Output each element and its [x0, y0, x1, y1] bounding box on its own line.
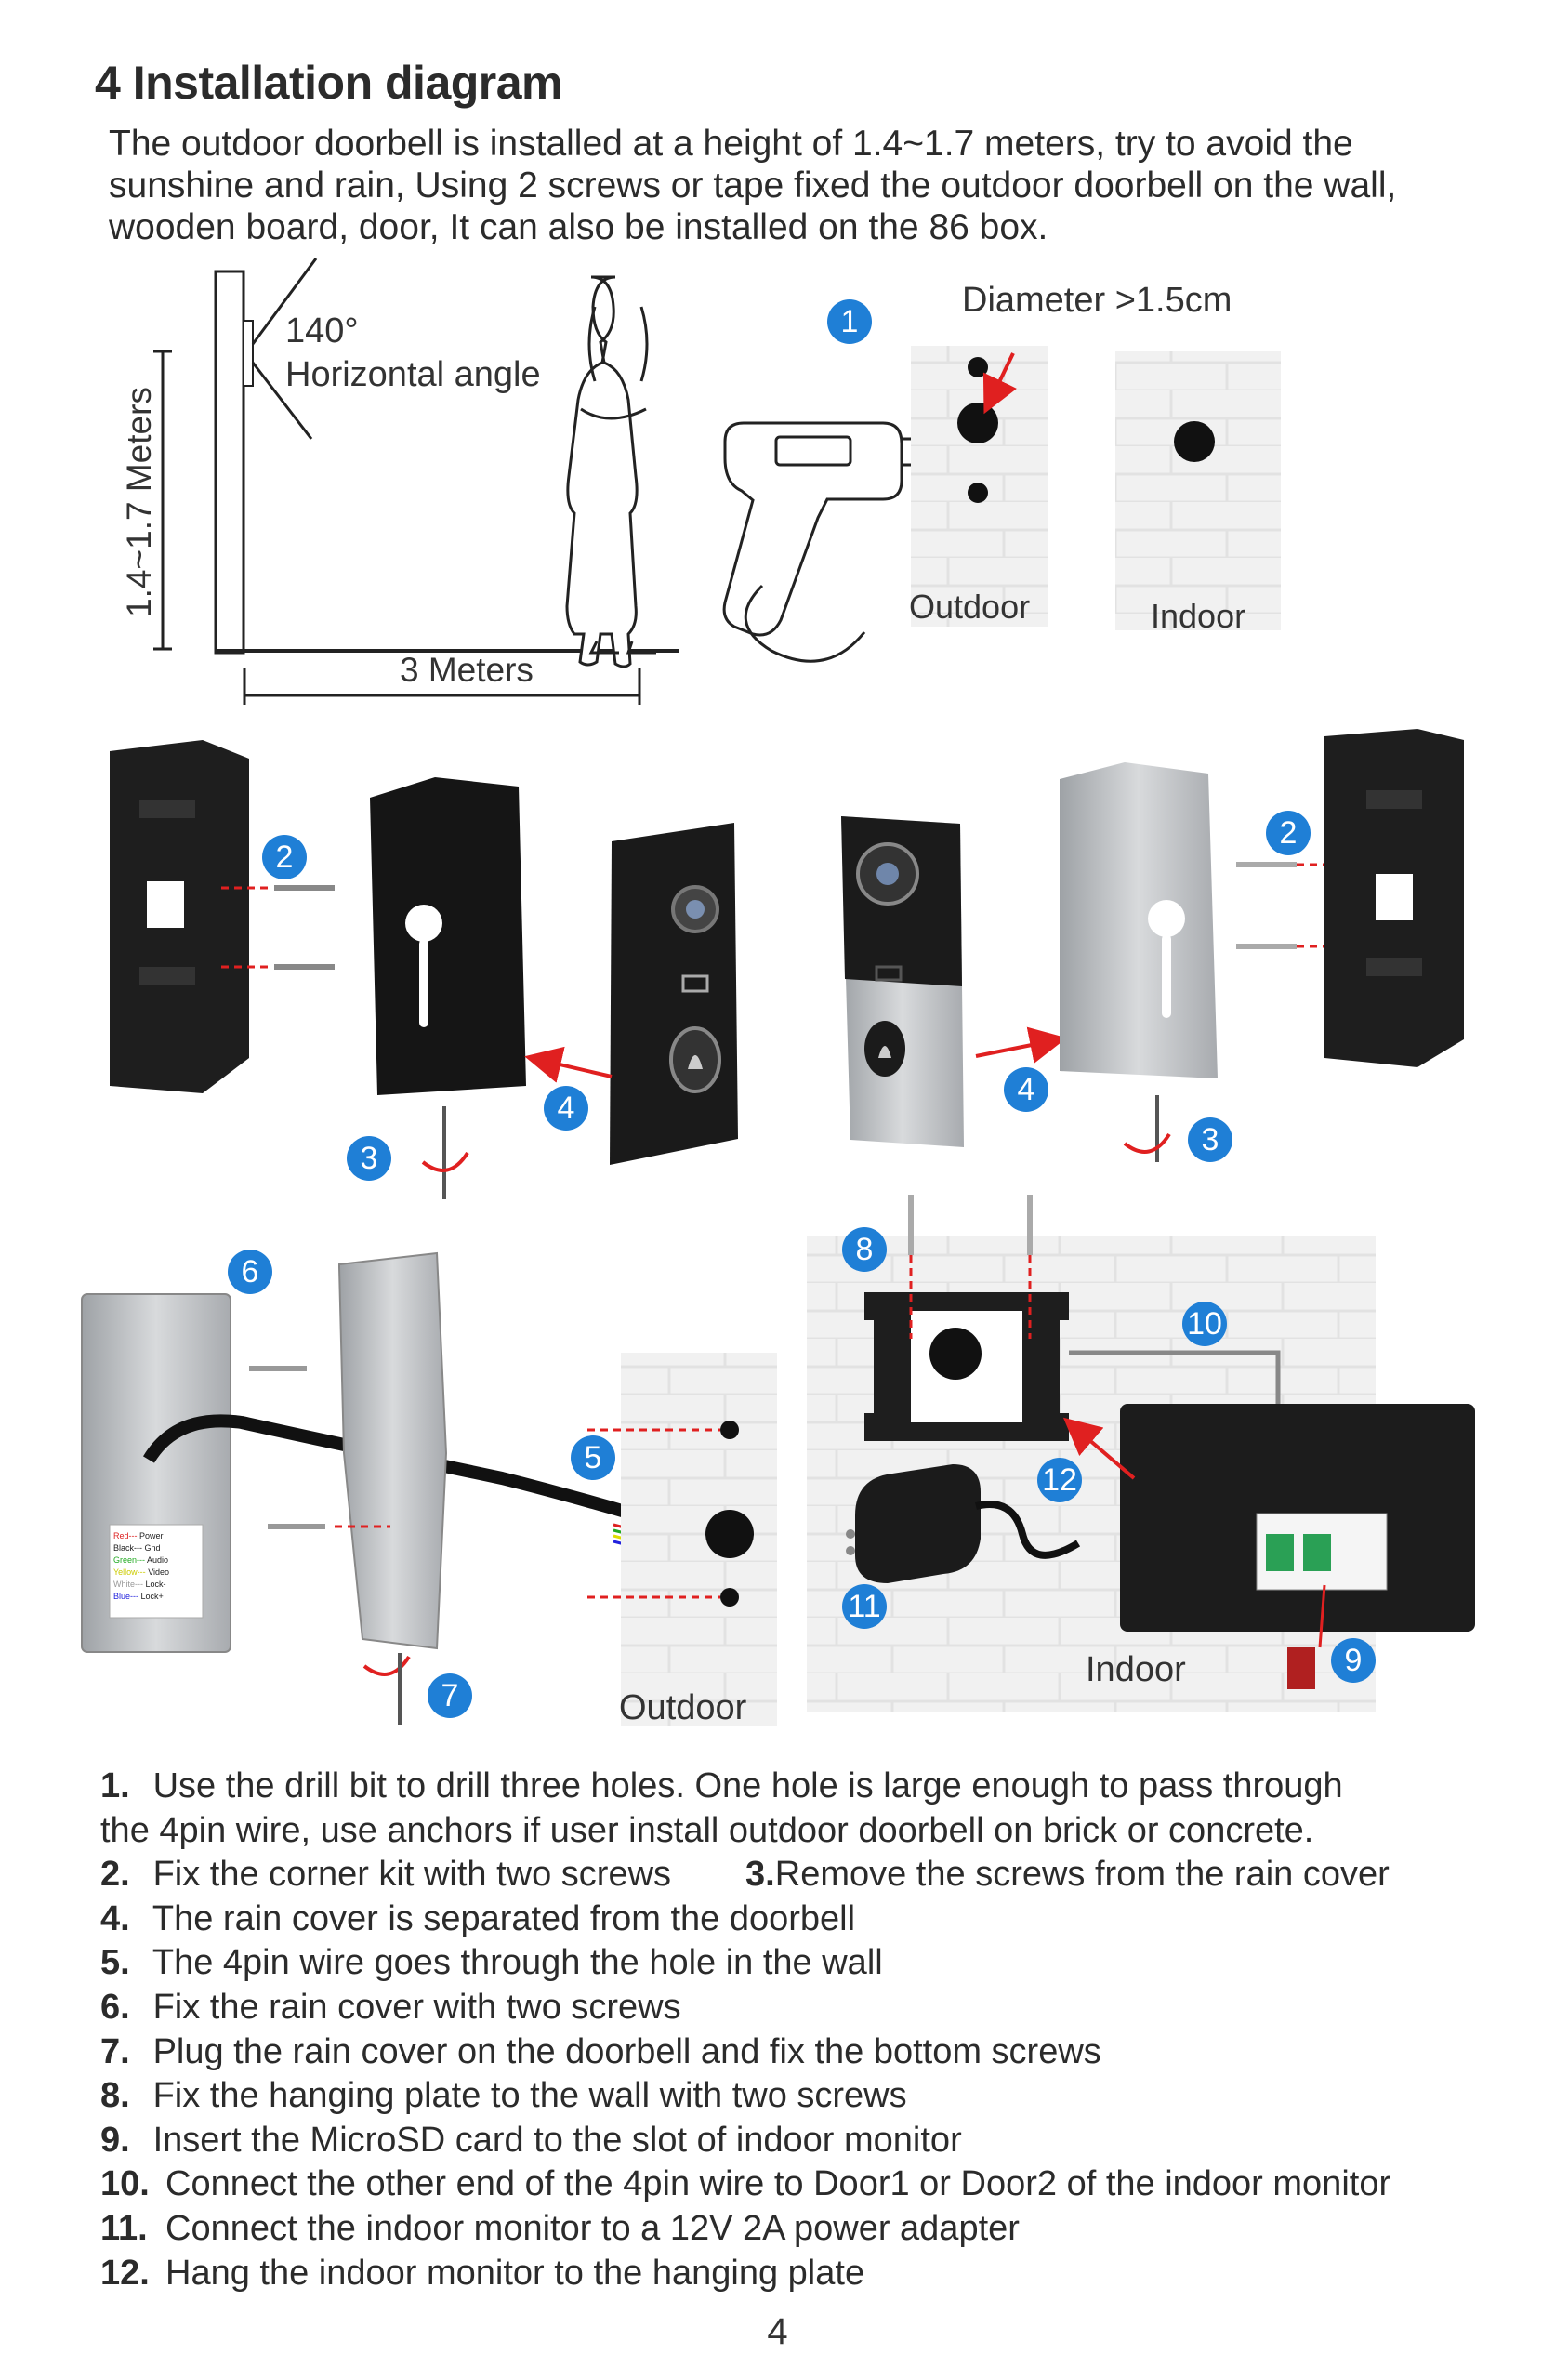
- step-badge-1: 1: [827, 299, 872, 344]
- legend-row: White--- Lock-: [113, 1580, 166, 1589]
- step-item: 1. Use the drill bit to drill three hole…: [100, 1766, 1343, 1805]
- step-item-continuation: the 4pin wire, use anchors if user insta…: [100, 1810, 1314, 1850]
- step-item: 6. Fix the rain cover with two screws: [100, 1987, 681, 2027]
- rain-cover-side: [338, 1251, 448, 1650]
- installation-steps: 1. Use the drill bit to drill three hole…: [100, 1765, 1550, 2295]
- indoor-wall-hole: [1115, 351, 1281, 630]
- step-item: 7. Plug the rain cover on the doorbell a…: [100, 2031, 1101, 2071]
- wire-color-legend: Red--- Power Black--- Gnd Green--- Audio…: [113, 1530, 203, 1603]
- side-screws: [249, 1366, 325, 1529]
- screw-pair-right: [1236, 862, 1297, 949]
- step-badge-6: 6: [228, 1250, 272, 1294]
- microsd-card: [1287, 1584, 1326, 1689]
- height-label: 1.4~1.7 Meters: [120, 387, 158, 617]
- doorbell-silver: [841, 816, 964, 1147]
- distance-label: 3 Meters: [400, 651, 534, 689]
- step-badge-3: 3: [347, 1136, 391, 1181]
- screw-pair-left: [274, 885, 335, 970]
- indoor-wall-section: [807, 1195, 1475, 1712]
- person-figure: [565, 275, 656, 668]
- legend-row: Yellow--- Video: [113, 1567, 170, 1577]
- doorbell-back-plate: [81, 1293, 231, 1653]
- step-badge-9: 9: [1331, 1638, 1376, 1683]
- corner-kit-left: [110, 740, 249, 1093]
- outdoor-wall-holes: [911, 346, 1048, 627]
- legend-row: Red--- Power: [113, 1531, 164, 1540]
- power-adapter: [846, 1464, 1081, 1583]
- outdoor-label-top: Outdoor: [909, 588, 1031, 626]
- diameter-label: Diameter >1.5cm: [962, 281, 1232, 320]
- legend-row: Blue--- Lock+: [113, 1592, 164, 1601]
- installation-illustration: [81, 258, 1475, 1726]
- step-item: 11.Connect the indoor monitor to a 12V 2…: [100, 2208, 1020, 2248]
- wall-post: [214, 270, 245, 654]
- bottom-screw-left: [421, 1106, 469, 1199]
- step-badge-11: 11: [842, 1584, 887, 1629]
- step-badge-5: 5: [571, 1435, 615, 1480]
- corner-kit-right: [1324, 729, 1464, 1067]
- doorbell-on-wall: [243, 320, 254, 387]
- step-badge-10: 10: [1182, 1302, 1227, 1346]
- step-item: 4. The rain cover is separated from the …: [100, 1898, 856, 1938]
- outdoor-wall-holes-2: [621, 1353, 777, 1726]
- step-item: 5. The 4pin wire goes through the hole i…: [100, 1943, 883, 1983]
- step-badge-7: 7: [428, 1673, 472, 1718]
- angle-value: 140°: [285, 311, 359, 350]
- intro-paragraph: The outdoor doorbell is installed at a h…: [109, 124, 1397, 247]
- step-badge-12: 12: [1037, 1458, 1082, 1502]
- step-badge-4b: 4: [1004, 1067, 1048, 1112]
- step-item: 12.Hang the indoor monitor to the hangin…: [100, 2253, 865, 2293]
- rotate-arrow-7: [362, 1655, 411, 1676]
- rain-cover-silver: [1060, 762, 1218, 1078]
- legend-row: Green--- Audio: [113, 1555, 169, 1565]
- step-badge-3b: 3: [1188, 1117, 1232, 1162]
- page-number: 4: [767, 2311, 788, 2352]
- step-item: 8. Fix the hanging plate to the wall wit…: [100, 2076, 907, 2116]
- page-title: 4 Installation diagram: [95, 57, 563, 109]
- indoor-label-top: Indoor: [1151, 597, 1246, 635]
- height-diagram: [153, 258, 679, 705]
- step-badge-2b: 2: [1266, 811, 1311, 855]
- doorbell-black: [610, 823, 738, 1165]
- rain-cover-black: [370, 777, 526, 1095]
- angle-label: Horizontal angle: [285, 355, 541, 394]
- step-badge-8: 8: [842, 1227, 887, 1272]
- legend-row: Black--- Gnd: [113, 1543, 161, 1553]
- step-item: 10.Connect the other end of the 4pin wir…: [100, 2164, 1391, 2204]
- indoor-label-bottom: Indoor: [1086, 1650, 1186, 1689]
- bottom-screw-right: [1123, 1095, 1171, 1162]
- step-badge-2: 2: [262, 835, 307, 879]
- step-badge-4: 4: [544, 1086, 588, 1130]
- outdoor-label-bottom: Outdoor: [619, 1688, 747, 1727]
- step-item: 9. Insert the MicroSD card to the slot o…: [100, 2120, 962, 2160]
